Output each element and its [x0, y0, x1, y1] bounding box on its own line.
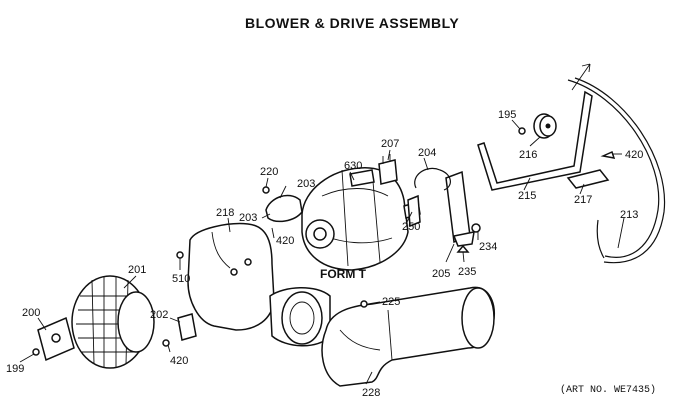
leader-lines [19, 119, 625, 385]
callout-195: 195 [498, 109, 516, 121]
callout-203-top: 203 [297, 178, 315, 190]
callout-420-mid: 420 [276, 235, 294, 247]
callout-228: 228 [362, 387, 380, 399]
diagram-title: BLOWER & DRIVE ASSEMBLY [245, 15, 459, 31]
housing-bracket-part [162, 313, 197, 347]
callout-204: 204 [418, 147, 436, 159]
callout-510: 510 [172, 273, 190, 285]
callout-202: 202 [150, 309, 168, 321]
callout-217: 217 [574, 194, 592, 206]
motor-switch-part [378, 154, 398, 185]
callout-203-left: 203 [239, 212, 257, 224]
motor-clamp-part [262, 186, 303, 223]
callout-213: 213 [620, 209, 638, 221]
drive-motor-part [301, 167, 421, 271]
callout-199: 199 [6, 363, 24, 375]
blower-housing-part [187, 222, 331, 347]
callout-220: 220 [260, 166, 278, 178]
variant-label: FORM T [320, 267, 367, 281]
callout-420-top: 420 [625, 149, 643, 161]
idler-arm-part [477, 90, 593, 191]
drum-belt-part [567, 63, 666, 264]
callout-234: 234 [479, 241, 497, 253]
callout-420-bottom: 420 [170, 355, 188, 367]
callout-201: 201 [128, 264, 146, 276]
callout-205: 205 [432, 268, 450, 280]
idler-pulley-part [533, 113, 557, 139]
motor-mount-part [445, 170, 475, 247]
callout-200: 200 [22, 307, 40, 319]
callout-207: 207 [381, 138, 399, 150]
callout-235: 235 [458, 266, 476, 278]
callout-250: 250 [402, 221, 420, 233]
retaining-clip-part [414, 167, 451, 191]
callout-225: 225 [382, 296, 400, 308]
art-number: (ART NO. WE7435) [560, 384, 656, 396]
blower-wheel-part [71, 275, 155, 369]
callout-215: 215 [518, 190, 536, 202]
idler-bracket-part [566, 150, 616, 189]
blower-cover-part [32, 316, 75, 362]
callout-218: 218 [216, 207, 234, 219]
bushing-part [518, 127, 526, 135]
housing-screw-part [176, 251, 184, 259]
duct-screw-part [360, 300, 368, 308]
exhaust-duct-part [321, 286, 496, 387]
callout-630: 630 [344, 160, 362, 172]
callout-216: 216 [519, 149, 537, 161]
